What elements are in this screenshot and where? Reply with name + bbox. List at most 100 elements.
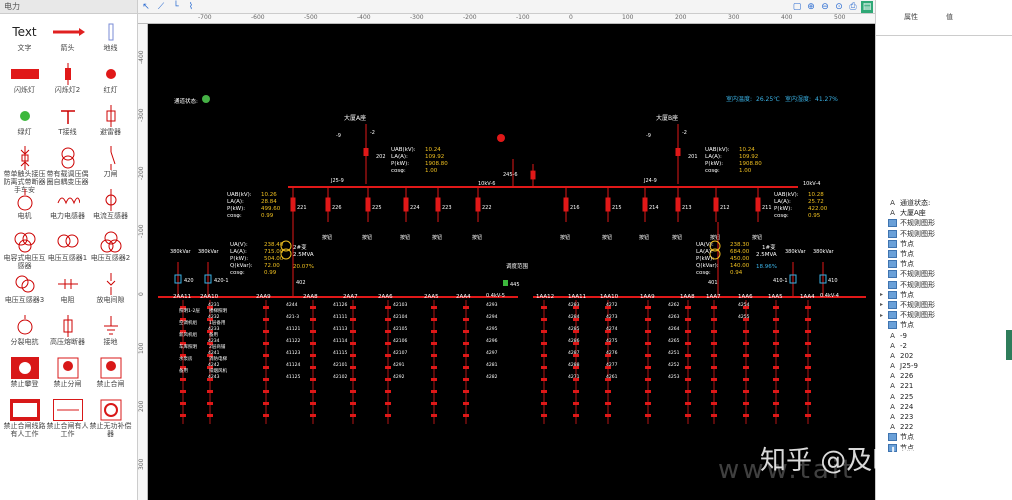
tree-row[interactable]: A-2: [880, 341, 1012, 351]
print-icon[interactable]: ⎙: [849, 2, 857, 12]
palette-item-pt1[interactable]: 电压互感器1: [46, 230, 89, 272]
palette-item-arrow[interactable]: 箭头: [46, 20, 89, 62]
kvar-label: 380kVar: [198, 249, 220, 255]
palette-item-transformer[interactable]: 带有载调压偶圈自耦变压器: [46, 146, 89, 188]
palette-item-reddot[interactable]: 红灯: [89, 62, 132, 104]
tree-row[interactable]: 不规则图形: [880, 229, 1012, 239]
caret-right-icon[interactable]: ▸: [880, 301, 884, 309]
circuit-name: 1层备用: [209, 319, 225, 326]
fit-icon[interactable]: ▢: [792, 2, 802, 12]
tree-row[interactable]: 节点: [880, 239, 1012, 249]
scrollbar-thumb[interactable]: [1006, 330, 1012, 360]
reactor-icon: [15, 314, 35, 338]
reddot-icon: [104, 62, 118, 86]
palette-item-motor[interactable]: 电机: [3, 188, 46, 230]
lv-breaker: [263, 354, 269, 357]
lv-breaker: [605, 414, 611, 417]
tree-row[interactable]: 不规则图形: [880, 280, 1012, 290]
code-label: 410: [828, 278, 838, 284]
palette-item-sign5[interactable]: 禁止合闸有人工作: [46, 398, 89, 440]
tree-row[interactable]: 节点: [880, 320, 1012, 330]
palette-item-reactor[interactable]: 分裂电抗: [3, 314, 46, 356]
text-node-icon: A: [890, 402, 895, 411]
tree-row[interactable]: 不规则图形: [880, 218, 1012, 228]
palette-item-knife[interactable]: 刀闸: [89, 146, 132, 188]
palette-item-fuse[interactable]: 高压熔断器: [46, 314, 89, 356]
circuit-code: 42103: [393, 302, 407, 308]
inductor-icon: [56, 188, 80, 212]
lv-breaker: [711, 306, 717, 309]
palette-item-arrester[interactable]: 避雷器: [89, 104, 132, 146]
pointer-icon[interactable]: ↖: [142, 2, 150, 12]
lv-breaker: [463, 378, 469, 381]
tree-row[interactable]: ▸不规则图形: [880, 310, 1012, 320]
lv-breaker: [180, 330, 186, 333]
palette-item-breaker[interactable]: 带单触头接压防离式带断器手车安: [3, 146, 46, 194]
zoom-reset-icon[interactable]: ⊙: [835, 2, 843, 12]
palette-item-earth[interactable]: 接地: [89, 314, 132, 356]
palette-item-pt2[interactable]: 电压互感器2: [89, 230, 132, 272]
channel-status-led: [202, 95, 210, 103]
col-property[interactable]: 属性: [904, 13, 918, 21]
palette-item-sign3[interactable]: 禁止合闸: [89, 356, 132, 398]
pt3-icon: [13, 272, 37, 296]
palette-item-ct[interactable]: 电流互感器: [89, 188, 132, 230]
palette-item-label: 高压熔断器: [50, 338, 85, 346]
meter-a-label: cosφ:: [391, 168, 406, 174]
tree-row[interactable]: ▸节点: [880, 290, 1012, 300]
line-icon[interactable]: ⟋: [157, 2, 165, 12]
tree-row[interactable]: 节点: [880, 259, 1012, 269]
palette-item-sign2[interactable]: 禁止分闸: [46, 356, 89, 398]
tree-row[interactable]: ▸不规则图形: [880, 300, 1012, 310]
lv-breaker: [463, 330, 469, 333]
lv-breaker: [431, 330, 437, 333]
palette-item-sign1[interactable]: 禁止攀登: [3, 356, 46, 398]
caret-right-icon[interactable]: ▸: [880, 291, 884, 299]
tree-row[interactable]: 不规则图形: [880, 269, 1012, 279]
tree-row[interactable]: 节点: [880, 443, 1012, 453]
col-value[interactable]: 值: [946, 13, 953, 21]
zoom-out-icon[interactable]: ⊖: [821, 2, 829, 12]
palette-item-inductor[interactable]: 电力电感器: [46, 188, 89, 230]
palette-item-ground[interactable]: 地线: [89, 20, 132, 62]
transformer-2: [280, 248, 292, 260]
palette-item-redbar[interactable]: 闪烁灯: [3, 62, 46, 104]
tree-row[interactable]: 节点: [880, 432, 1012, 442]
layout-icon[interactable]: ▤: [861, 1, 873, 13]
palette-item-tee[interactable]: T接线: [46, 104, 89, 146]
palette-item-resistor[interactable]: 电阻: [46, 272, 89, 314]
palette-item-greendot[interactable]: 绿灯: [3, 104, 46, 146]
tree-row-label: -2: [900, 341, 907, 350]
tree-row[interactable]: 节点: [880, 249, 1012, 259]
lv-breaker: [711, 330, 717, 333]
tree-row[interactable]: A-9: [880, 330, 1012, 340]
palette-item-pt3[interactable]: 电压互感器3: [3, 272, 46, 314]
palette-item-gap[interactable]: 放电间隙: [89, 272, 132, 314]
palette-item-redfuse[interactable]: 闪烁灯2: [46, 62, 89, 104]
palette-item-sign4[interactable]: 禁止合闸线路有人工作: [3, 398, 46, 440]
lv-breaker: [805, 366, 811, 369]
orthogonal-line-icon[interactable]: └: [173, 2, 179, 12]
palette-item-cvt[interactable]: 电容式电压互感器: [3, 230, 46, 272]
caret-right-icon[interactable]: ▸: [880, 311, 884, 319]
image-node-icon: [888, 250, 897, 259]
palette-header[interactable]: 电力: [0, 0, 137, 14]
circuit-code: 42106: [393, 338, 407, 344]
circuit-code: 4254: [738, 302, 750, 308]
polyline-icon[interactable]: ⌇: [188, 2, 194, 12]
zoom-in-icon[interactable]: ⊕: [807, 2, 815, 12]
palette-item-sign6[interactable]: 禁止无功补偿器: [89, 398, 132, 440]
